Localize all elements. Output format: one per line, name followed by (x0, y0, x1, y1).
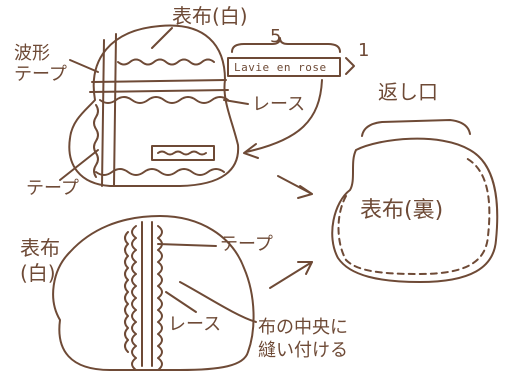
opening-brace (361, 119, 471, 137)
top-lace-upper (117, 58, 215, 66)
bottom-lace-right (157, 225, 163, 371)
top-pouch-tag-scribble (157, 150, 207, 156)
bottom-lace-left (131, 225, 137, 371)
top-band-line-1 (91, 79, 227, 83)
bottom-lace-label: レース (168, 314, 222, 335)
leader-lace (223, 99, 249, 105)
arrow-right-head-1 (297, 185, 313, 199)
leader-wavy (69, 59, 99, 73)
bottom-pouch-outline (52, 215, 255, 371)
arrow-right-icon-2 (269, 261, 313, 289)
right-pouch-stitch (337, 157, 491, 275)
bottom-lace-left-inner (124, 231, 129, 353)
top-pouch-tag (151, 145, 215, 161)
opening-label: 返し口 (378, 80, 438, 104)
bottom-tape-label: テープ (220, 234, 273, 255)
tag-callout-box (227, 57, 341, 77)
right-fabric-back-label: 表布(裏) (360, 198, 444, 223)
top-pouch-outline (68, 24, 240, 187)
top-lace-lower (95, 168, 225, 176)
top-wavy-tape (93, 104, 99, 178)
leader-bottom-tape (157, 243, 217, 247)
tag-callout-text: Lavie en rose (234, 61, 327, 74)
top-lace-band (99, 96, 229, 104)
right-pouch-outline (331, 137, 499, 283)
leader-fabric (151, 27, 173, 49)
tag-width-brace (231, 37, 341, 53)
curved-arrow-icon (245, 79, 323, 153)
center-sew-note: 布の中央に 縫い付ける (258, 317, 348, 362)
tag-height-brace (345, 57, 355, 75)
leader-bottom-lace (165, 291, 197, 313)
bottom-fabric-label: 表布 (白) (20, 236, 60, 285)
arrow-right-head-2 (297, 261, 313, 275)
top-tape-line-1 (101, 39, 105, 187)
leader-center-note (179, 281, 257, 323)
curved-arrow-head (243, 143, 259, 159)
top-band-line-2 (89, 89, 229, 93)
tag-width-number: 5 (270, 26, 282, 47)
top-lace-label: レース (252, 94, 306, 115)
top-tape-label: テープ (26, 178, 79, 199)
top-fabric-label: 表布(白) (172, 4, 248, 28)
top-tape-line-2 (113, 33, 117, 187)
tag-height-number: 1 (358, 40, 370, 61)
leader-tape-top (59, 149, 99, 181)
top-wavy-tape-label: 波形 テープ (14, 43, 67, 85)
